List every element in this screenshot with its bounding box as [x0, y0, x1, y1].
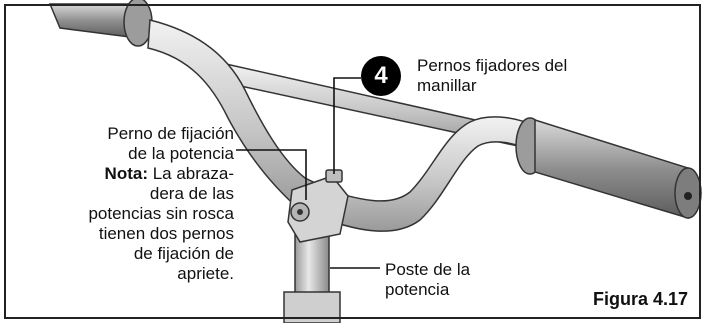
handlebar-right-section	[319, 116, 541, 232]
note-line-5: de fijación de	[133, 244, 234, 263]
callout-number-badge: 4	[361, 56, 401, 96]
note-line-1: Nota: La abraza-	[16, 164, 234, 184]
note-line-1-text: La abraza-	[148, 164, 234, 183]
right-grip	[515, 117, 702, 220]
note-line-4: tienen dos pernos	[98, 224, 234, 243]
stem-clamp	[287, 169, 349, 243]
note-line-2: dera de las	[149, 184, 234, 203]
stem-bolt-line-1: Perno de fijación	[107, 124, 234, 143]
stem-post-label: Poste de la potencia	[385, 260, 470, 300]
stem-bolt-label: Perno de fijación de la potencia Nota: L…	[16, 124, 234, 284]
handlebar-bolts-line-2: manillar	[417, 76, 477, 95]
note-heading: Nota:	[104, 164, 148, 183]
note-line-3: potencias sin rosca	[88, 204, 234, 223]
stem-bolt-line-2: de la potencia	[128, 144, 234, 163]
figure-caption: Figura 4.17	[593, 289, 689, 309]
left-grip	[48, 0, 153, 47]
leader-lines	[236, 77, 380, 269]
handlebar-bolts-label: Pernos fijadores del manillar	[417, 56, 567, 96]
stem-post-line-2: potencia	[385, 280, 450, 299]
note-line-6: apriete.	[177, 264, 234, 283]
stem-post-line-1: Poste de la	[385, 260, 471, 279]
handlebar-bolts-line-1: Pernos fijadores del	[417, 56, 568, 75]
stem-post	[283, 229, 341, 323]
